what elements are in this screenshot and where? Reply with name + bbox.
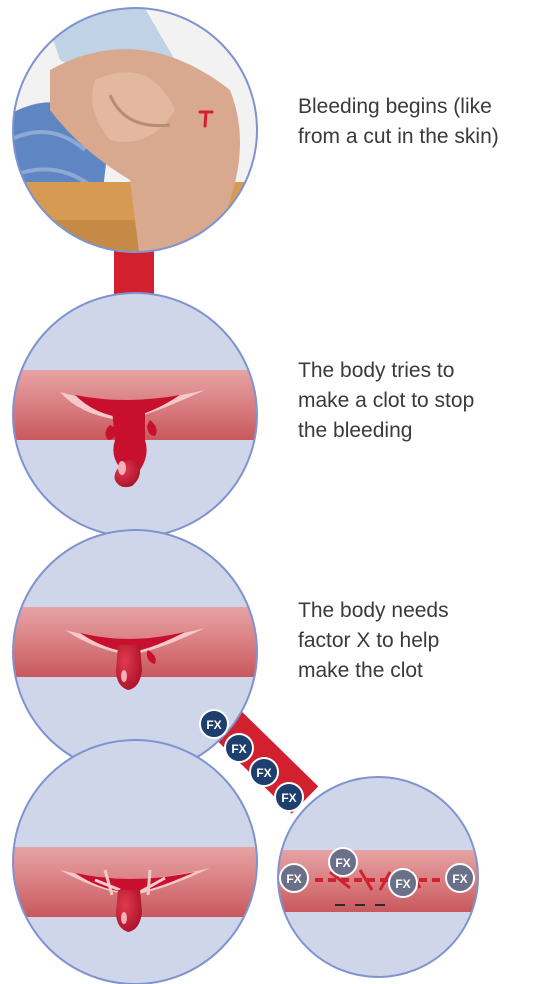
step-3-caption: The body needs factor X to help make the… bbox=[298, 596, 449, 686]
knee-cut-illustration bbox=[0, 0, 260, 260]
caption-line: make the clot bbox=[298, 656, 449, 686]
vessel-bleeding-illustration bbox=[0, 293, 270, 537]
vessel-clot-forming-illustration bbox=[0, 740, 270, 984]
svg-text:FX: FX bbox=[286, 872, 301, 886]
factor-x-badge: FX bbox=[389, 869, 417, 897]
caption-line: factor X to help bbox=[298, 626, 449, 656]
caption-line: from a cut in the skin) bbox=[298, 122, 499, 152]
caption-line: make a clot to stop bbox=[298, 386, 474, 416]
caption-line: The body tries to bbox=[298, 356, 474, 386]
caption-line: Bleeding begins (like bbox=[298, 92, 499, 122]
svg-text:FX: FX bbox=[452, 872, 467, 886]
factor-x-badge: FX bbox=[446, 864, 474, 892]
svg-text:FX: FX bbox=[231, 742, 246, 756]
caption-line: the bleeding bbox=[298, 416, 474, 446]
factor-x-badge: FX bbox=[250, 758, 278, 786]
svg-text:FX: FX bbox=[335, 856, 350, 870]
svg-text:FX: FX bbox=[256, 766, 271, 780]
svg-text:FX: FX bbox=[206, 718, 221, 732]
factor-x-badge: FX bbox=[200, 710, 228, 738]
factor-x-badge: FX bbox=[225, 734, 253, 762]
svg-text:FX: FX bbox=[281, 791, 296, 805]
factor-x-badge: FX bbox=[280, 864, 308, 892]
factor-x-badge: FX bbox=[329, 848, 357, 876]
factor-x-badge: FX bbox=[275, 783, 303, 811]
caption-line: The body needs bbox=[298, 596, 449, 626]
step-1-caption: Bleeding begins (like from a cut in the … bbox=[298, 92, 499, 152]
step-2-caption: The body tries to make a clot to stop th… bbox=[298, 356, 474, 446]
svg-text:FX: FX bbox=[395, 877, 410, 891]
